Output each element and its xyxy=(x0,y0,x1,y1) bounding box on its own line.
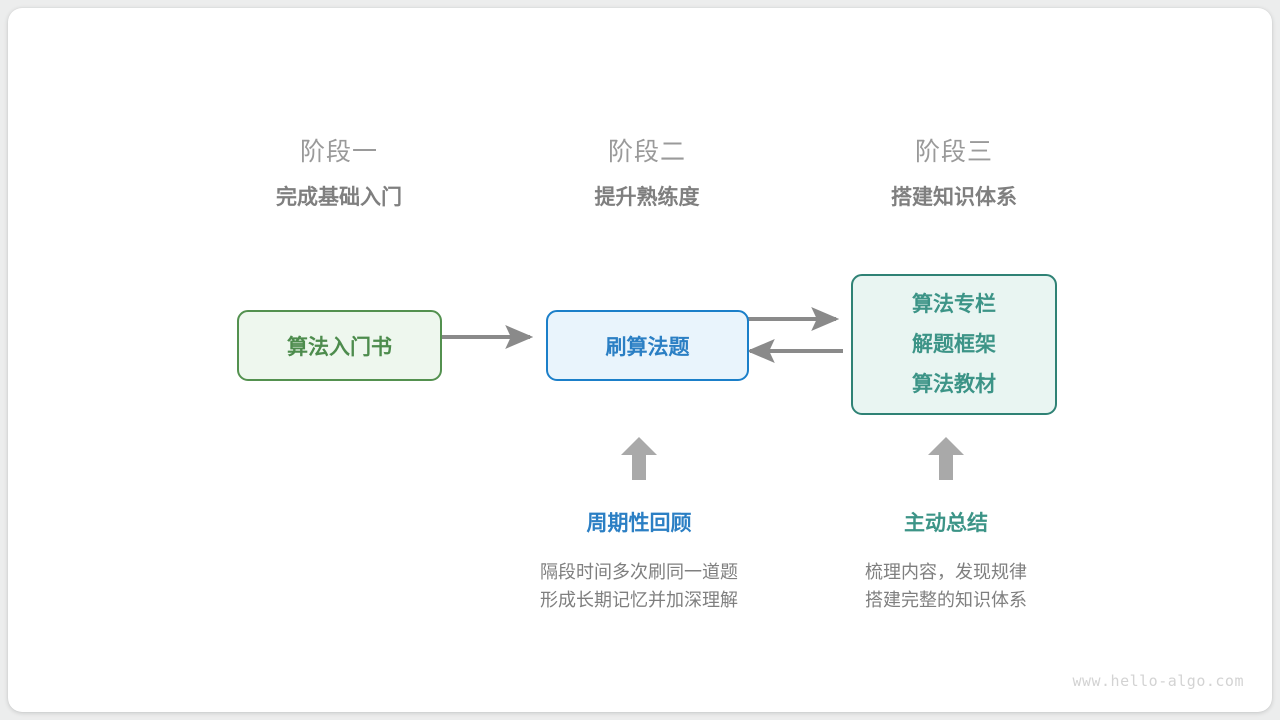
stage-header-3: 阶段三 搭建知识体系 xyxy=(824,136,1084,212)
arrow-up-review xyxy=(621,437,657,480)
annotation-periodic-review-title: 周期性回顾 xyxy=(586,512,692,535)
node-intro-book[interactable]: 算法入门书 xyxy=(237,310,442,381)
annotation-periodic-review-body: 隔段时间多次刷同一道题 形成长期记忆并加深理解 xyxy=(489,558,789,614)
annotation-periodic-review: 周期性回顾 隔段时间多次刷同一道题 形成长期记忆并加深理解 xyxy=(489,510,789,614)
diagram-card: 阶段一 完成基础入门 阶段二 提升熟练度 阶段三 搭建知识体系 算法入门书 刷算… xyxy=(8,8,1272,712)
stage-title-3: 搭建知识体系 xyxy=(891,186,1017,209)
node-practice-problems[interactable]: 刷算法题 xyxy=(546,310,749,381)
stage-header-2: 阶段二 提升熟练度 xyxy=(517,136,777,212)
arrow-up-summary xyxy=(928,437,964,480)
annotation-active-summary-line-2: 搭建完整的知识体系 xyxy=(865,590,1027,610)
stage-title-2: 提升熟练度 xyxy=(594,186,700,209)
annotation-active-summary-line-1: 梳理内容，发现规律 xyxy=(865,562,1027,582)
site-watermark: www.hello-algo.com xyxy=(1072,672,1244,690)
stage-number-3: 阶段三 xyxy=(914,138,993,166)
node-resource-line-2: 解题框架 xyxy=(912,332,996,356)
node-resource-line-3: 算法教材 xyxy=(912,372,996,396)
annotation-active-summary-body: 梳理内容，发现规律 搭建完整的知识体系 xyxy=(796,558,1096,614)
stage-number-2: 阶段二 xyxy=(607,138,686,166)
stage-header-1: 阶段一 完成基础入门 xyxy=(209,136,469,212)
annotation-active-summary-title: 主动总结 xyxy=(904,512,988,535)
stage-number-1: 阶段一 xyxy=(299,138,378,166)
node-learning-resources[interactable]: 算法专栏 解题框架 算法教材 xyxy=(851,274,1057,415)
stage-title-1: 完成基础入门 xyxy=(276,186,402,209)
annotation-periodic-review-line-2: 形成长期记忆并加深理解 xyxy=(540,590,738,610)
node-intro-book-label: 算法入门书 xyxy=(287,335,392,359)
annotation-active-summary: 主动总结 梳理内容，发现规律 搭建完整的知识体系 xyxy=(796,510,1096,614)
node-resource-line-1: 算法专栏 xyxy=(912,292,996,316)
annotation-periodic-review-line-1: 隔段时间多次刷同一道题 xyxy=(540,562,738,582)
node-practice-problems-label: 刷算法题 xyxy=(605,335,690,359)
